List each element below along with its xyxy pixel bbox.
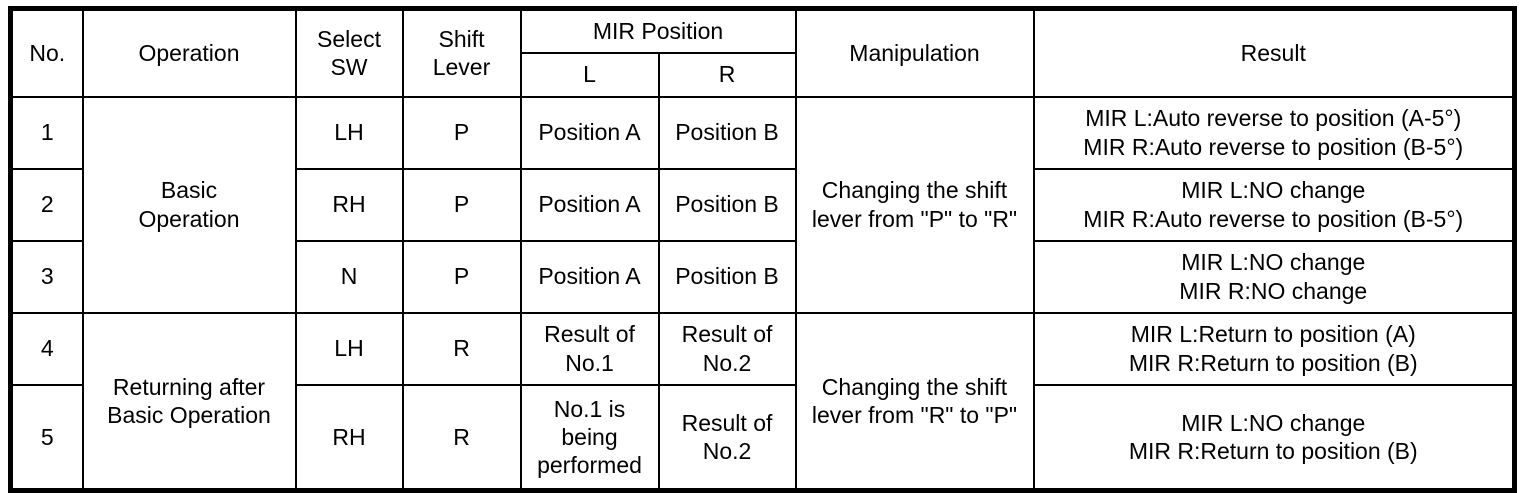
row-number-1: 1 bbox=[9, 95, 84, 170]
result-2-line1: MIR L:NO change bbox=[1181, 177, 1366, 204]
column-header-select-sw: Select SW bbox=[294, 7, 404, 98]
mir-l-1: Position A bbox=[519, 95, 660, 170]
row-number-2: 2 bbox=[9, 167, 84, 242]
result-3-line2: MIR R:NO change bbox=[1179, 277, 1368, 304]
result-4-line1: MIR L:Return to position (A) bbox=[1130, 321, 1416, 348]
mir-r-1: Position B bbox=[657, 95, 797, 170]
operation-group-returning-line2: Basic Operation bbox=[107, 401, 271, 428]
column-header-mir-l: L bbox=[519, 51, 660, 98]
result-4-line2: MIR R:Return to position (B) bbox=[1128, 349, 1418, 376]
column-header-operation: Operation bbox=[81, 7, 297, 98]
shift-lever-1: P bbox=[401, 95, 522, 170]
select-sw-4: LH bbox=[294, 311, 404, 386]
column-header-mir-position: MIR Position bbox=[519, 7, 797, 54]
table-row: 4 Returning after Basic Operation LH R R… bbox=[9, 311, 1516, 492]
table-header: No. Operation Select SW Shift Lever MIR … bbox=[9, 7, 1516, 98]
shift-lever-4: R bbox=[401, 311, 522, 386]
row-number-3: 3 bbox=[9, 239, 84, 314]
shift-lever-5: R bbox=[401, 383, 522, 492]
mir-l-4-line1: Result of bbox=[544, 321, 635, 348]
column-header-mir-r: R bbox=[657, 51, 797, 98]
column-header-result: Result bbox=[1032, 7, 1516, 98]
mir-l-3: Position A bbox=[519, 239, 660, 314]
row-number-5: 5 bbox=[9, 383, 84, 492]
manipulation-group-2-line1: Changing the shift bbox=[821, 373, 1008, 400]
mir-r-4: Result of No.2 bbox=[657, 311, 797, 386]
operation-group-basic: Basic Operation bbox=[81, 95, 297, 314]
mir-r-3: Position B bbox=[657, 239, 797, 314]
column-header-shift-lever-line2: Lever bbox=[432, 54, 491, 81]
select-sw-5: RH bbox=[294, 383, 404, 492]
mir-r-4-line1: Result of bbox=[681, 321, 773, 348]
table-row: 5 RH R No.1 is being performed Result of… bbox=[9, 383, 1516, 492]
row-number-4: 4 bbox=[9, 311, 84, 386]
mir-r-2: Position B bbox=[657, 167, 797, 242]
table-body: 1 Basic Operation LH P Position A Positi… bbox=[9, 95, 1516, 492]
mir-l-2: Position A bbox=[519, 167, 660, 242]
select-sw-3: N bbox=[294, 239, 404, 314]
result-1-line1: MIR L:Auto reverse to position (A-5°) bbox=[1085, 105, 1462, 132]
select-sw-1: LH bbox=[294, 95, 404, 170]
mir-l-5-line1: No.1 is bbox=[553, 395, 626, 422]
mir-r-4-line2: No.2 bbox=[702, 349, 752, 376]
column-header-select-sw-line1: Select bbox=[317, 26, 381, 53]
table-row: 1 Basic Operation LH P Position A Positi… bbox=[9, 95, 1516, 314]
manipulation-group-1-line2: lever from "P" to "R" bbox=[811, 205, 1018, 232]
column-header-manipulation: Manipulation bbox=[794, 7, 1035, 98]
result-5-line1: MIR L:NO change bbox=[1181, 409, 1366, 436]
mir-l-4: Result of No.1 bbox=[519, 311, 660, 386]
header-row-secondary: L R bbox=[11, 51, 1515, 98]
column-header-no: No. bbox=[9, 7, 84, 98]
operation-group-returning-line1: Returning after bbox=[112, 373, 266, 400]
result-5: MIR L:NO change MIR R:Return to position… bbox=[1032, 383, 1516, 492]
column-header-shift-lever-line1: Shift bbox=[438, 26, 485, 53]
shift-lever-3: P bbox=[401, 239, 522, 314]
result-4: MIR L:Return to position (A) MIR R:Retur… bbox=[1032, 311, 1516, 386]
column-header-select-sw-line2: SW bbox=[330, 54, 368, 81]
result-2: MIR L:NO change MIR R:Auto reverse to po… bbox=[1032, 167, 1516, 242]
header-row-primary: No. Operation Select SW Shift Lever MIR … bbox=[9, 7, 1516, 98]
result-1-line2: MIR R:Auto reverse to position (B-5°) bbox=[1083, 133, 1464, 160]
mir-r-5-line1: Result of bbox=[681, 409, 773, 436]
mir-r-5-line2: No.2 bbox=[702, 437, 752, 464]
table-row: 2 RH P Position A Position B MIR L:NO ch… bbox=[9, 167, 1516, 242]
result-1: MIR L:Auto reverse to position (A-5°) MI… bbox=[1032, 95, 1516, 170]
result-3-line1: MIR L:NO change bbox=[1181, 249, 1366, 276]
table-row: 3 N P Position A Position B MIR L:NO cha… bbox=[9, 239, 1516, 314]
manipulation-group-2: Changing the shift lever from "R" to "P" bbox=[794, 311, 1035, 492]
mir-operation-table: No. Operation Select SW Shift Lever MIR … bbox=[8, 6, 1517, 493]
column-header-shift-lever: Shift Lever bbox=[401, 7, 522, 98]
specification-table-container: No. Operation Select SW Shift Lever MIR … bbox=[8, 6, 1517, 493]
mir-l-4-line2: No.1 bbox=[565, 349, 614, 376]
mir-r-5: Result of No.2 bbox=[657, 383, 797, 492]
shift-lever-2: P bbox=[401, 167, 522, 242]
mir-l-5-line2: being bbox=[561, 423, 618, 450]
result-2-line2: MIR R:Auto reverse to position (B-5°) bbox=[1083, 205, 1464, 232]
manipulation-group-1-line1: Changing the shift bbox=[821, 177, 1008, 204]
result-3: MIR L:NO change MIR R:NO change bbox=[1032, 239, 1516, 314]
select-sw-2: RH bbox=[294, 167, 404, 242]
result-5-line2: MIR R:Return to position (B) bbox=[1128, 437, 1418, 464]
operation-group-returning: Returning after Basic Operation bbox=[81, 311, 297, 492]
manipulation-group-1: Changing the shift lever from "P" to "R" bbox=[794, 95, 1035, 314]
operation-group-basic-line1: Basic bbox=[160, 177, 218, 204]
mir-l-5-line3: performed bbox=[537, 451, 642, 478]
manipulation-group-2-line2: lever from "R" to "P" bbox=[811, 401, 1018, 428]
mir-l-5: No.1 is being performed bbox=[519, 383, 660, 492]
operation-group-basic-line2: Operation bbox=[138, 205, 240, 232]
